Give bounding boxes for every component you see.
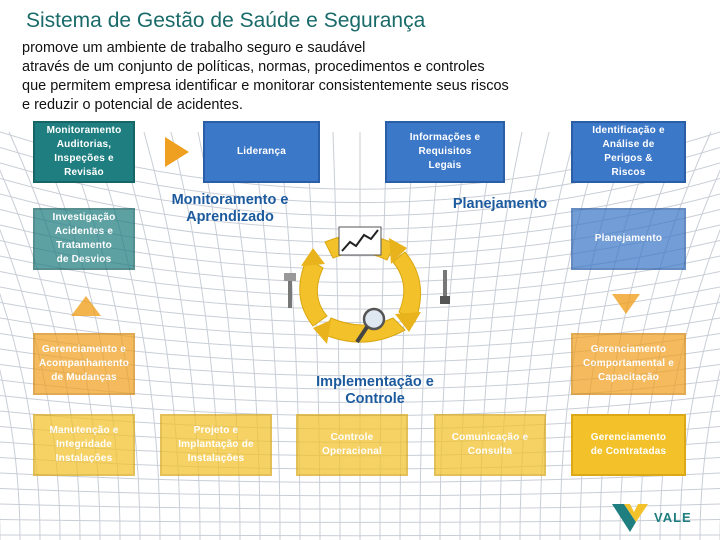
tool-icon-right — [440, 270, 450, 304]
grid-line — [479, 131, 523, 540]
box-contractors: Gerenciamento de Contratadas — [571, 414, 686, 476]
grid-line — [224, 131, 261, 540]
grid-line — [679, 292, 720, 540]
phase-monitoring: Monitoramento e Aprendizado — [171, 192, 289, 225]
box-leadership: Liderança — [203, 121, 320, 183]
slide-title: Sistema de Gestão de Saúde e Segurança — [26, 9, 426, 32]
triangle-down-icon — [612, 294, 640, 314]
tool-icon-left — [284, 273, 296, 308]
grid-line — [659, 228, 720, 540]
magnifier-icon — [355, 307, 386, 344]
intro-text: promove um ambiente de trabalho seguro e… — [22, 40, 509, 113]
box-change-mgmt: Gerenciamento e Acompanhamento de Mudanç… — [33, 333, 135, 395]
logo-text: VALE — [654, 510, 692, 525]
grid-line — [459, 131, 496, 540]
grid-line — [499, 131, 550, 540]
grid-line — [170, 131, 221, 540]
grid-line — [399, 131, 415, 540]
box-risk-id: Identificação e Análise de Perigos & Ris… — [571, 121, 686, 183]
vale-logo-icon — [612, 504, 648, 532]
box-skills-mgmt: Gerenciamento Comportamental e Capacitaç… — [571, 333, 686, 395]
grid-line — [539, 131, 604, 540]
grid-line — [519, 131, 577, 540]
box-communication: Comunicação e Consulta — [434, 414, 546, 476]
grid-line — [305, 131, 321, 540]
box-projects: Projeto e Implantação de Instalações — [160, 414, 272, 476]
grid-line — [0, 368, 21, 540]
arrow-right-icon — [165, 137, 189, 167]
grid-line — [278, 131, 301, 540]
chart-icon — [338, 226, 382, 256]
box-planning: Planejamento — [571, 208, 686, 270]
triangle-up-icon — [71, 296, 101, 316]
phase-planning: Planejamento — [452, 196, 548, 212]
grid-line — [699, 368, 720, 540]
grid-line — [0, 292, 41, 540]
box-operational-control: Controle Operacional — [296, 414, 408, 476]
grid-line — [419, 131, 442, 540]
vale-logo: VALE — [610, 500, 710, 536]
grid-line — [116, 131, 181, 540]
box-legal-info: Informações e Requisitos Legais — [385, 121, 505, 183]
box-investigation: Investigação Acidentes e Tratamento de D… — [33, 208, 135, 270]
grid-line — [197, 131, 241, 540]
box-audit: Monitoramento Auditorias, Inspeções e Re… — [33, 121, 135, 183]
grid-line — [439, 131, 469, 540]
grid-line — [251, 131, 281, 540]
grid-line — [143, 131, 201, 540]
phase-implementation: Implementação e Controle — [316, 374, 434, 407]
grid-line — [89, 131, 161, 540]
box-integrity: Manutenção e Integridade Instalações — [33, 414, 135, 476]
